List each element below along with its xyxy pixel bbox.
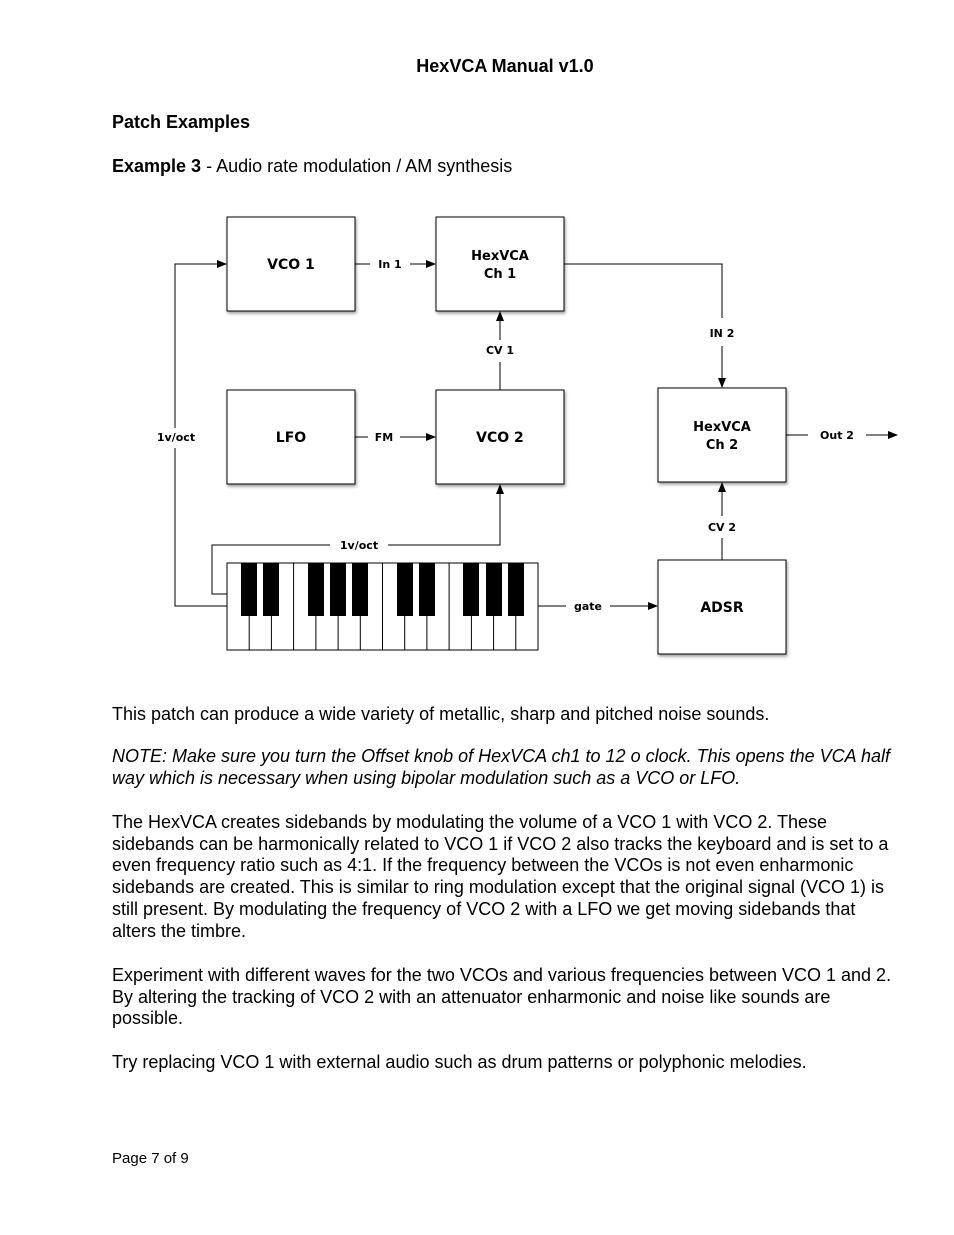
paragraph-note: NOTE: Make sure you turn the Offset knob… (112, 746, 891, 788)
paragraph-try: Try replacing VCO 1 with external audio … (112, 1052, 807, 1072)
hexvca-ch2-label-line1: HexVCA (693, 420, 751, 435)
voct-left-label: 1v/oct (157, 431, 195, 444)
in1-label: In 1 (378, 258, 401, 271)
voct-keyboard-cable-right (388, 484, 504, 546)
out2-label: Out 2 (820, 429, 854, 442)
paragraph-intro: This patch can produce a wide variety of… (112, 704, 770, 724)
cv1-label: CV 1 (486, 344, 514, 357)
fm-label: FM (375, 431, 393, 444)
hexvca-ch1-label-line1: HexVCA (471, 249, 529, 264)
voct-keyboard-label: 1v/oct (340, 539, 378, 552)
vco2-label: VCO 2 (476, 430, 524, 446)
voct-left-cable-bottom (174, 448, 227, 607)
keyboard (226, 562, 539, 651)
gate-label: gate (574, 600, 602, 613)
lfo-box (226, 389, 356, 485)
hexvca-ch2-label-line2: Ch 2 (706, 438, 738, 453)
patch-diagram: VCO 1 HexVCA Ch 1 LFO VCO 2 HexVCA Ch 2 … (157, 216, 898, 655)
paragraph-sidebands: The HexVCA creates sidebands by modulati… (112, 812, 889, 941)
black-keys (241, 563, 524, 616)
example-heading: Example 3 - Audio rate modulation / AM s… (112, 156, 512, 177)
voct-keyboard-cable-left (211, 544, 330, 595)
vco1-label: VCO 1 (267, 257, 315, 273)
example-number: Example 3 (112, 156, 202, 176)
section-heading: Patch Examples (112, 112, 251, 132)
vco1-box (226, 216, 356, 312)
in2-cable-top (564, 263, 723, 318)
adsr-box (657, 559, 787, 655)
adsr-label: ADSR (700, 600, 744, 616)
document-title: HexVCA Manual v1.0 (416, 56, 594, 76)
lfo-label: LFO (276, 430, 306, 446)
paragraph-experiment: Experiment with different waves for the … (112, 965, 892, 1029)
example-separator: - (201, 156, 217, 176)
voct-left-cable-top (174, 260, 227, 428)
page-number: Page 7 of 9 (112, 1150, 189, 1167)
cv2-label: CV 2 (708, 521, 736, 534)
hexvca-ch1-label-line2: Ch 1 (484, 267, 516, 282)
in2-label: IN 2 (710, 327, 735, 340)
hexvca-ch2-box (657, 387, 787, 483)
example-description: Audio rate modulation / AM synthesis (216, 156, 513, 176)
hexvca-ch1-box (435, 216, 565, 312)
